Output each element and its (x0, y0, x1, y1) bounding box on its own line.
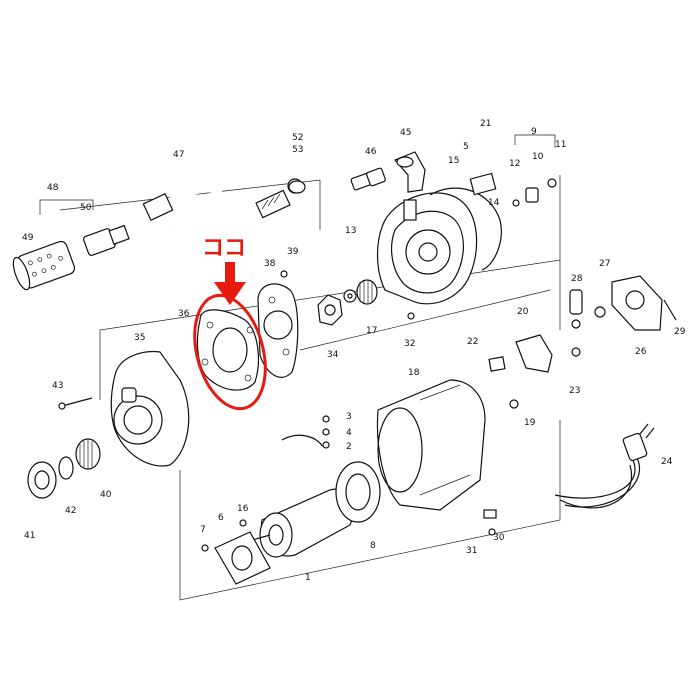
part-label: 6 (218, 513, 224, 523)
impeller-34 (317, 294, 343, 326)
part-label: 5 (463, 142, 469, 152)
part-label: 12 (509, 159, 520, 169)
assembly-guide-lines (59, 175, 561, 601)
part-label: 1 (305, 573, 311, 583)
part-label: 4 (346, 428, 352, 438)
filter-40 (75, 438, 101, 470)
hose-fitting-50 (83, 224, 130, 256)
part-label: 32 (404, 339, 415, 349)
part-label: 45 (400, 128, 411, 138)
part-label: 38 (264, 259, 276, 269)
part-label: 18 (408, 368, 420, 378)
highlight-label: ココ (202, 236, 246, 261)
part-label: 29 (674, 327, 686, 337)
part-label: 42 (65, 506, 76, 516)
part-label: 2 (346, 442, 352, 452)
screws-2-3-4 (281, 415, 330, 449)
highlight-circle (193, 293, 267, 411)
part-label: 23 (569, 386, 580, 396)
part-label: 7 (200, 525, 206, 535)
part-label: 40 (100, 490, 112, 500)
part-label: 53 (292, 145, 303, 155)
switch-14 (469, 172, 497, 196)
screw-32 (407, 312, 415, 320)
part-label: 36 (178, 309, 190, 319)
pressure-switch-parts (512, 134, 557, 207)
clamp-15 (429, 187, 502, 271)
power-cord-24 (554, 423, 655, 509)
small-parts-19-30-31 (483, 399, 519, 536)
strainer-49 (12, 240, 76, 291)
part-label: 50 (80, 203, 92, 213)
part-label: 17 (366, 326, 377, 336)
part-label: 21 (480, 119, 491, 129)
part-label: 47 (173, 150, 184, 160)
part-label: 26 (635, 347, 647, 357)
gasket-36 (196, 309, 260, 391)
strainer-assembly (12, 199, 130, 291)
impeller-17 (343, 279, 378, 305)
part-label: 27 (599, 259, 610, 269)
part-label: 19 (524, 418, 536, 428)
switch-cover-20 (515, 334, 553, 373)
o-ring-42 (58, 456, 74, 480)
part-label: 48 (47, 183, 59, 193)
part-label: 39 (287, 247, 299, 257)
part-label: 13 (345, 226, 356, 236)
clip-52-53 (288, 180, 306, 194)
elbow-45 (393, 151, 426, 193)
strainer-cap-41 (27, 461, 57, 499)
part-label: 22 (467, 337, 478, 347)
bearing-ring-8 (335, 461, 381, 523)
part-label: 52 (292, 133, 303, 143)
pump-casing-13 (376, 192, 478, 305)
part-label: 49 (22, 233, 34, 243)
screw-29 (663, 299, 677, 321)
part-label: 41 (24, 531, 35, 541)
part-label: 11 (555, 140, 566, 150)
part-label: 15 (448, 156, 459, 166)
motor-housing-18 (376, 379, 486, 511)
arrow-down-icon (214, 262, 246, 305)
part-27 (594, 306, 606, 318)
part-labels: 1 2 3 4 5 6 7 8 9 10 11 12 13 14 15 16 1… (22, 119, 686, 583)
part-label: 20 (517, 307, 529, 317)
part-label: 16 (237, 504, 249, 514)
part-label: 34 (327, 350, 339, 360)
part-label: 3 (346, 412, 352, 422)
pump-body-35 (110, 350, 190, 467)
cover-plate-38 (257, 270, 299, 378)
side-cover-28 (611, 275, 663, 331)
bolt-43 (58, 397, 93, 410)
part-label: 14 (488, 198, 500, 208)
highlight-annotation: ココ (193, 236, 267, 411)
part-label: 43 (52, 381, 63, 391)
nut-23 (571, 347, 581, 357)
bracket-22 (488, 356, 506, 372)
screws-7-16 (201, 519, 247, 552)
part-label: 46 (365, 147, 377, 157)
part-label: 10 (532, 152, 544, 162)
part-label: 24 (661, 457, 673, 467)
part-label: 9 (531, 127, 537, 137)
nozzle-46 (350, 167, 386, 191)
part-label: 8 (370, 541, 376, 551)
part-label: 31 (466, 546, 477, 556)
capacitor-26 (569, 289, 583, 329)
motor-1 (251, 488, 355, 558)
end-plate-6 (214, 531, 271, 585)
part-label: 28 (571, 274, 583, 284)
part-label: 35 (134, 333, 145, 343)
part-label: 30 (493, 533, 505, 543)
